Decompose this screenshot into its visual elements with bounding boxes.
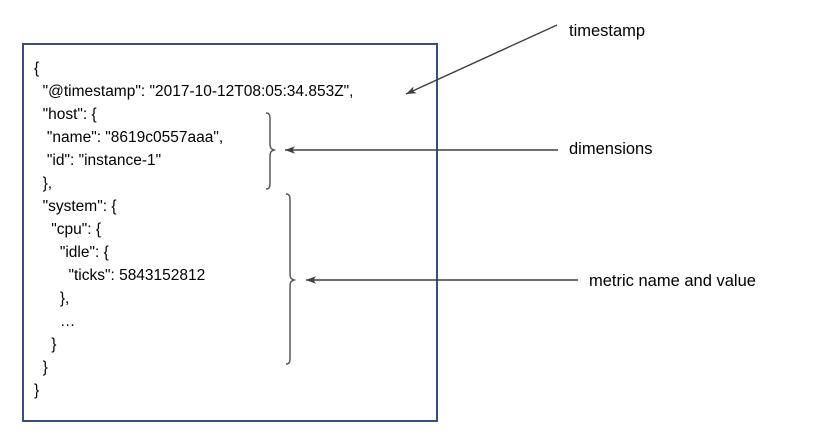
annotation-label-dimensions: dimensions — [569, 140, 653, 158]
json-line: { — [34, 60, 40, 77]
json-line-root-close: } — [34, 382, 40, 399]
json-line-host-open: "host": { — [34, 106, 97, 123]
json-line-host-name: "name": "8619c0557aaa", — [34, 129, 224, 146]
json-line-timestamp: "@timestamp": "2017-10-12T08:05:34.853Z"… — [34, 83, 354, 100]
json-line-host-close: }, — [34, 175, 53, 192]
json-line-idle-open: "idle": { — [34, 244, 109, 261]
annotation-label-metric: metric name and value — [589, 272, 756, 290]
json-line-ticks: "ticks": 5843152812 — [34, 267, 206, 284]
json-line-ellipsis: … — [34, 313, 76, 330]
json-line-system-open: "system": { — [34, 198, 117, 215]
json-document-box: { "@timestamp": "2017-10-12T08:05:34.853… — [22, 43, 438, 422]
json-line-host-id: "id": "instance-1" — [34, 152, 162, 169]
json-line-system-close: } — [34, 359, 48, 376]
json-code-block: { "@timestamp": "2017-10-12T08:05:34.853… — [34, 57, 354, 402]
annotation-label-timestamp: timestamp — [569, 22, 646, 40]
json-line-idle-close: }, — [34, 290, 70, 307]
json-line-cpu-open: "cpu": { — [34, 221, 102, 238]
json-line-cpu-close: } — [34, 336, 57, 353]
